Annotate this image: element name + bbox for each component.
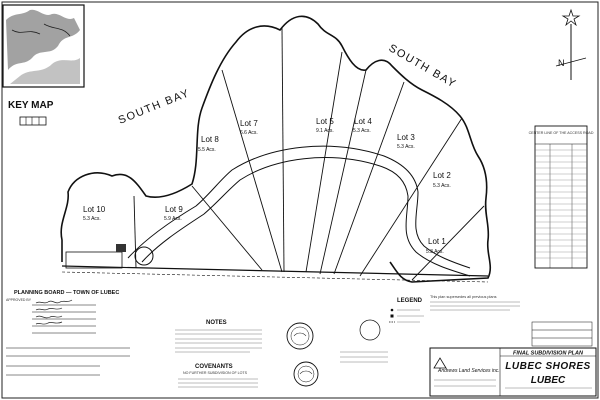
lot-9-name: Lot 9 <box>165 205 183 214</box>
lot-2-area: 5.3 Acs. <box>433 183 451 189</box>
road-turnaround <box>134 246 154 266</box>
north-label: N <box>558 58 565 68</box>
engineer-seal <box>293 361 319 387</box>
existing-structure <box>65 251 123 269</box>
bay-label-west: SOUTH BAY <box>117 87 192 127</box>
planning-board-signature-lines <box>6 304 130 376</box>
lot-2-name: Lot 2 <box>433 171 451 180</box>
lot-1-area: 5.3 Acs. <box>426 249 444 255</box>
centerline-table-title: CENTER LINE OF THE ACCESS ROAD <box>529 131 594 135</box>
plan-supersede-note: This plan supersedes all previous plans <box>430 295 497 299</box>
lot-labels: Lot 1 5.3 Acs. Lot 2 5.3 Acs. Lot 3 5.3 … <box>83 117 451 255</box>
legend-items <box>389 308 424 323</box>
key-map-label: KEY MAP <box>8 100 54 111</box>
access-road-outer <box>127 145 471 269</box>
revision-block <box>531 321 593 347</box>
lot-4-name: Lot 4 <box>354 117 372 126</box>
surveyor-seal <box>286 322 314 350</box>
key-map-inset <box>2 4 85 88</box>
covenants-title: COVENANTS <box>195 364 233 370</box>
bay-label-east: SOUTH BAY <box>387 42 459 91</box>
approved-by-label: APPROVED BY <box>6 298 32 302</box>
planning-board-signatures <box>35 299 73 325</box>
surveyor-logo-icon <box>433 357 447 369</box>
structure-marker <box>116 244 126 252</box>
lot-7-area: 6.6 Acs. <box>240 130 258 136</box>
lot-8-area: 5.5 Acs. <box>198 147 216 153</box>
lot-1-name: Lot 1 <box>428 237 446 246</box>
lot-5-area: 9.1 Acs. <box>316 128 334 134</box>
notes-title: NOTES <box>206 320 227 326</box>
notes-text-lines <box>175 329 262 353</box>
lot-8-name: Lot 8 <box>201 135 219 144</box>
lot-4-area: 5.3 Acs. <box>353 128 371 134</box>
shoreline-boundary <box>60 15 492 283</box>
lot-5-name: Lot 5 <box>316 117 334 126</box>
lot-9-area: 5.9 Acs. <box>164 216 182 222</box>
covenants-text-lines <box>178 378 258 388</box>
key-map-scale-box <box>19 116 47 126</box>
plan-type-title: FINAL SUBDIVISION PLAN <box>513 351 584 357</box>
north-arrow-icon <box>555 8 587 80</box>
registry-stamp <box>340 319 388 363</box>
surveyor-name: Andrews Land Services inc. <box>437 368 500 374</box>
covenants-text: NO FURTHER SUBDIVISION OF LOTS <box>183 371 248 375</box>
project-title: LUBEC SHORES <box>505 361 590 372</box>
lot-3-name: Lot 3 <box>397 133 415 142</box>
lot-7-name: Lot 7 <box>240 119 258 128</box>
lot-10-name: Lot 10 <box>83 205 106 214</box>
lot-lines <box>133 27 485 281</box>
lot-3-area: 5.3 Acs. <box>397 144 415 150</box>
road-row-line <box>61 271 489 283</box>
legend-title: LEGEND <box>397 298 423 304</box>
centerline-table <box>534 125 588 269</box>
lot-10-area: 5.3 Acs. <box>83 216 101 222</box>
town-title: LUBEC <box>531 375 566 386</box>
plan-note-lines <box>430 301 520 311</box>
access-road-inner <box>141 157 471 277</box>
planning-board-title: PLANNING BOARD — TOWN OF LUBEC <box>14 290 119 296</box>
